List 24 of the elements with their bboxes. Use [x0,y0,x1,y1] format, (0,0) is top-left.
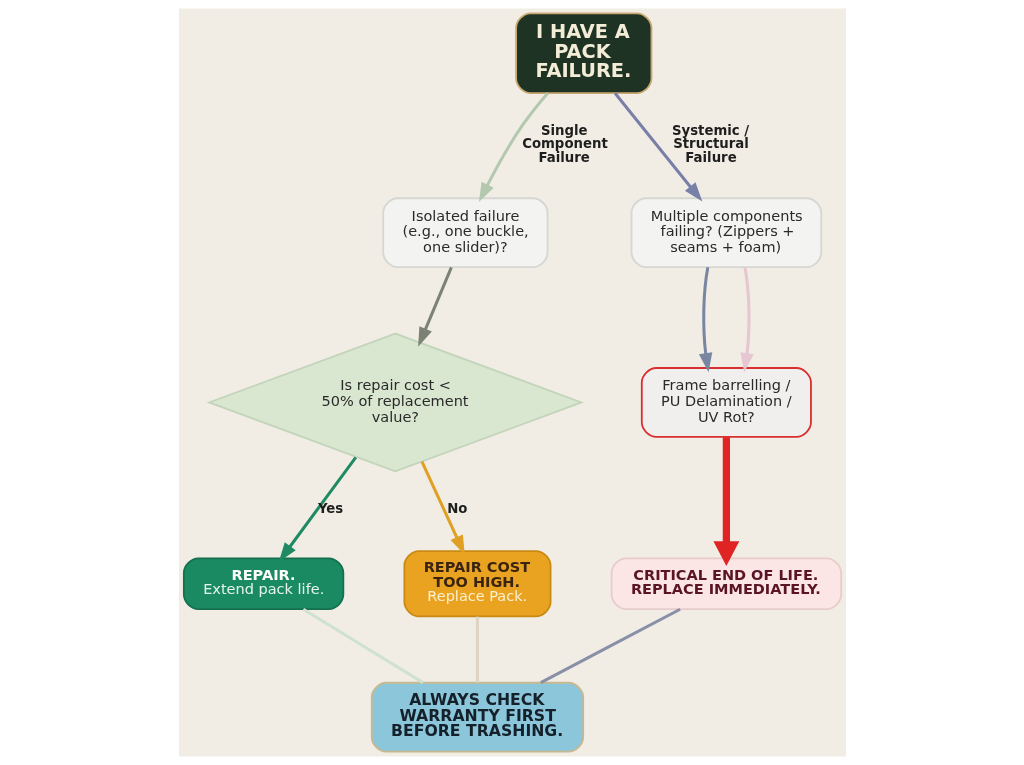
arrow [613,92,702,202]
arrow [417,266,453,347]
node-diamond: Is repair cost < 50% of replacement value? [206,332,584,473]
node-box: Frame barrelling / PU Delamination / UV Rot? [640,367,812,438]
node-box: Multiple components failing? (Zippers + seams + foam) [630,197,822,268]
edge-label: No [446,501,467,517]
edge-label: Yes [317,501,343,517]
connector [539,607,681,684]
node-box: I HAVE A PACK FAILURE. [514,12,652,94]
node-box: ALWAYS CHECK WARRANTY FIRST BEFORE TRASHING. [370,681,584,753]
edge-label: Systemic / Structural Failure [671,123,749,165]
arrow [698,267,712,373]
arrow [278,456,357,562]
node-box: REPAIR COST TOO HIGH. Replace Pack. [402,550,551,618]
arrow [478,92,549,203]
node-box: REPAIR. Extend pack life. [182,557,344,610]
edge-label: Single Component Failure [521,123,608,165]
arrow [712,437,739,566]
connector [302,607,424,684]
arrow [420,461,465,555]
arrow [739,267,754,373]
node-box: Isolated failure (e.g., one buckle, one slider)? [381,197,548,268]
node-box: CRITICAL END OF LIFE. REPLACE IMMEDIATELY. [610,557,842,610]
connector [475,616,479,683]
